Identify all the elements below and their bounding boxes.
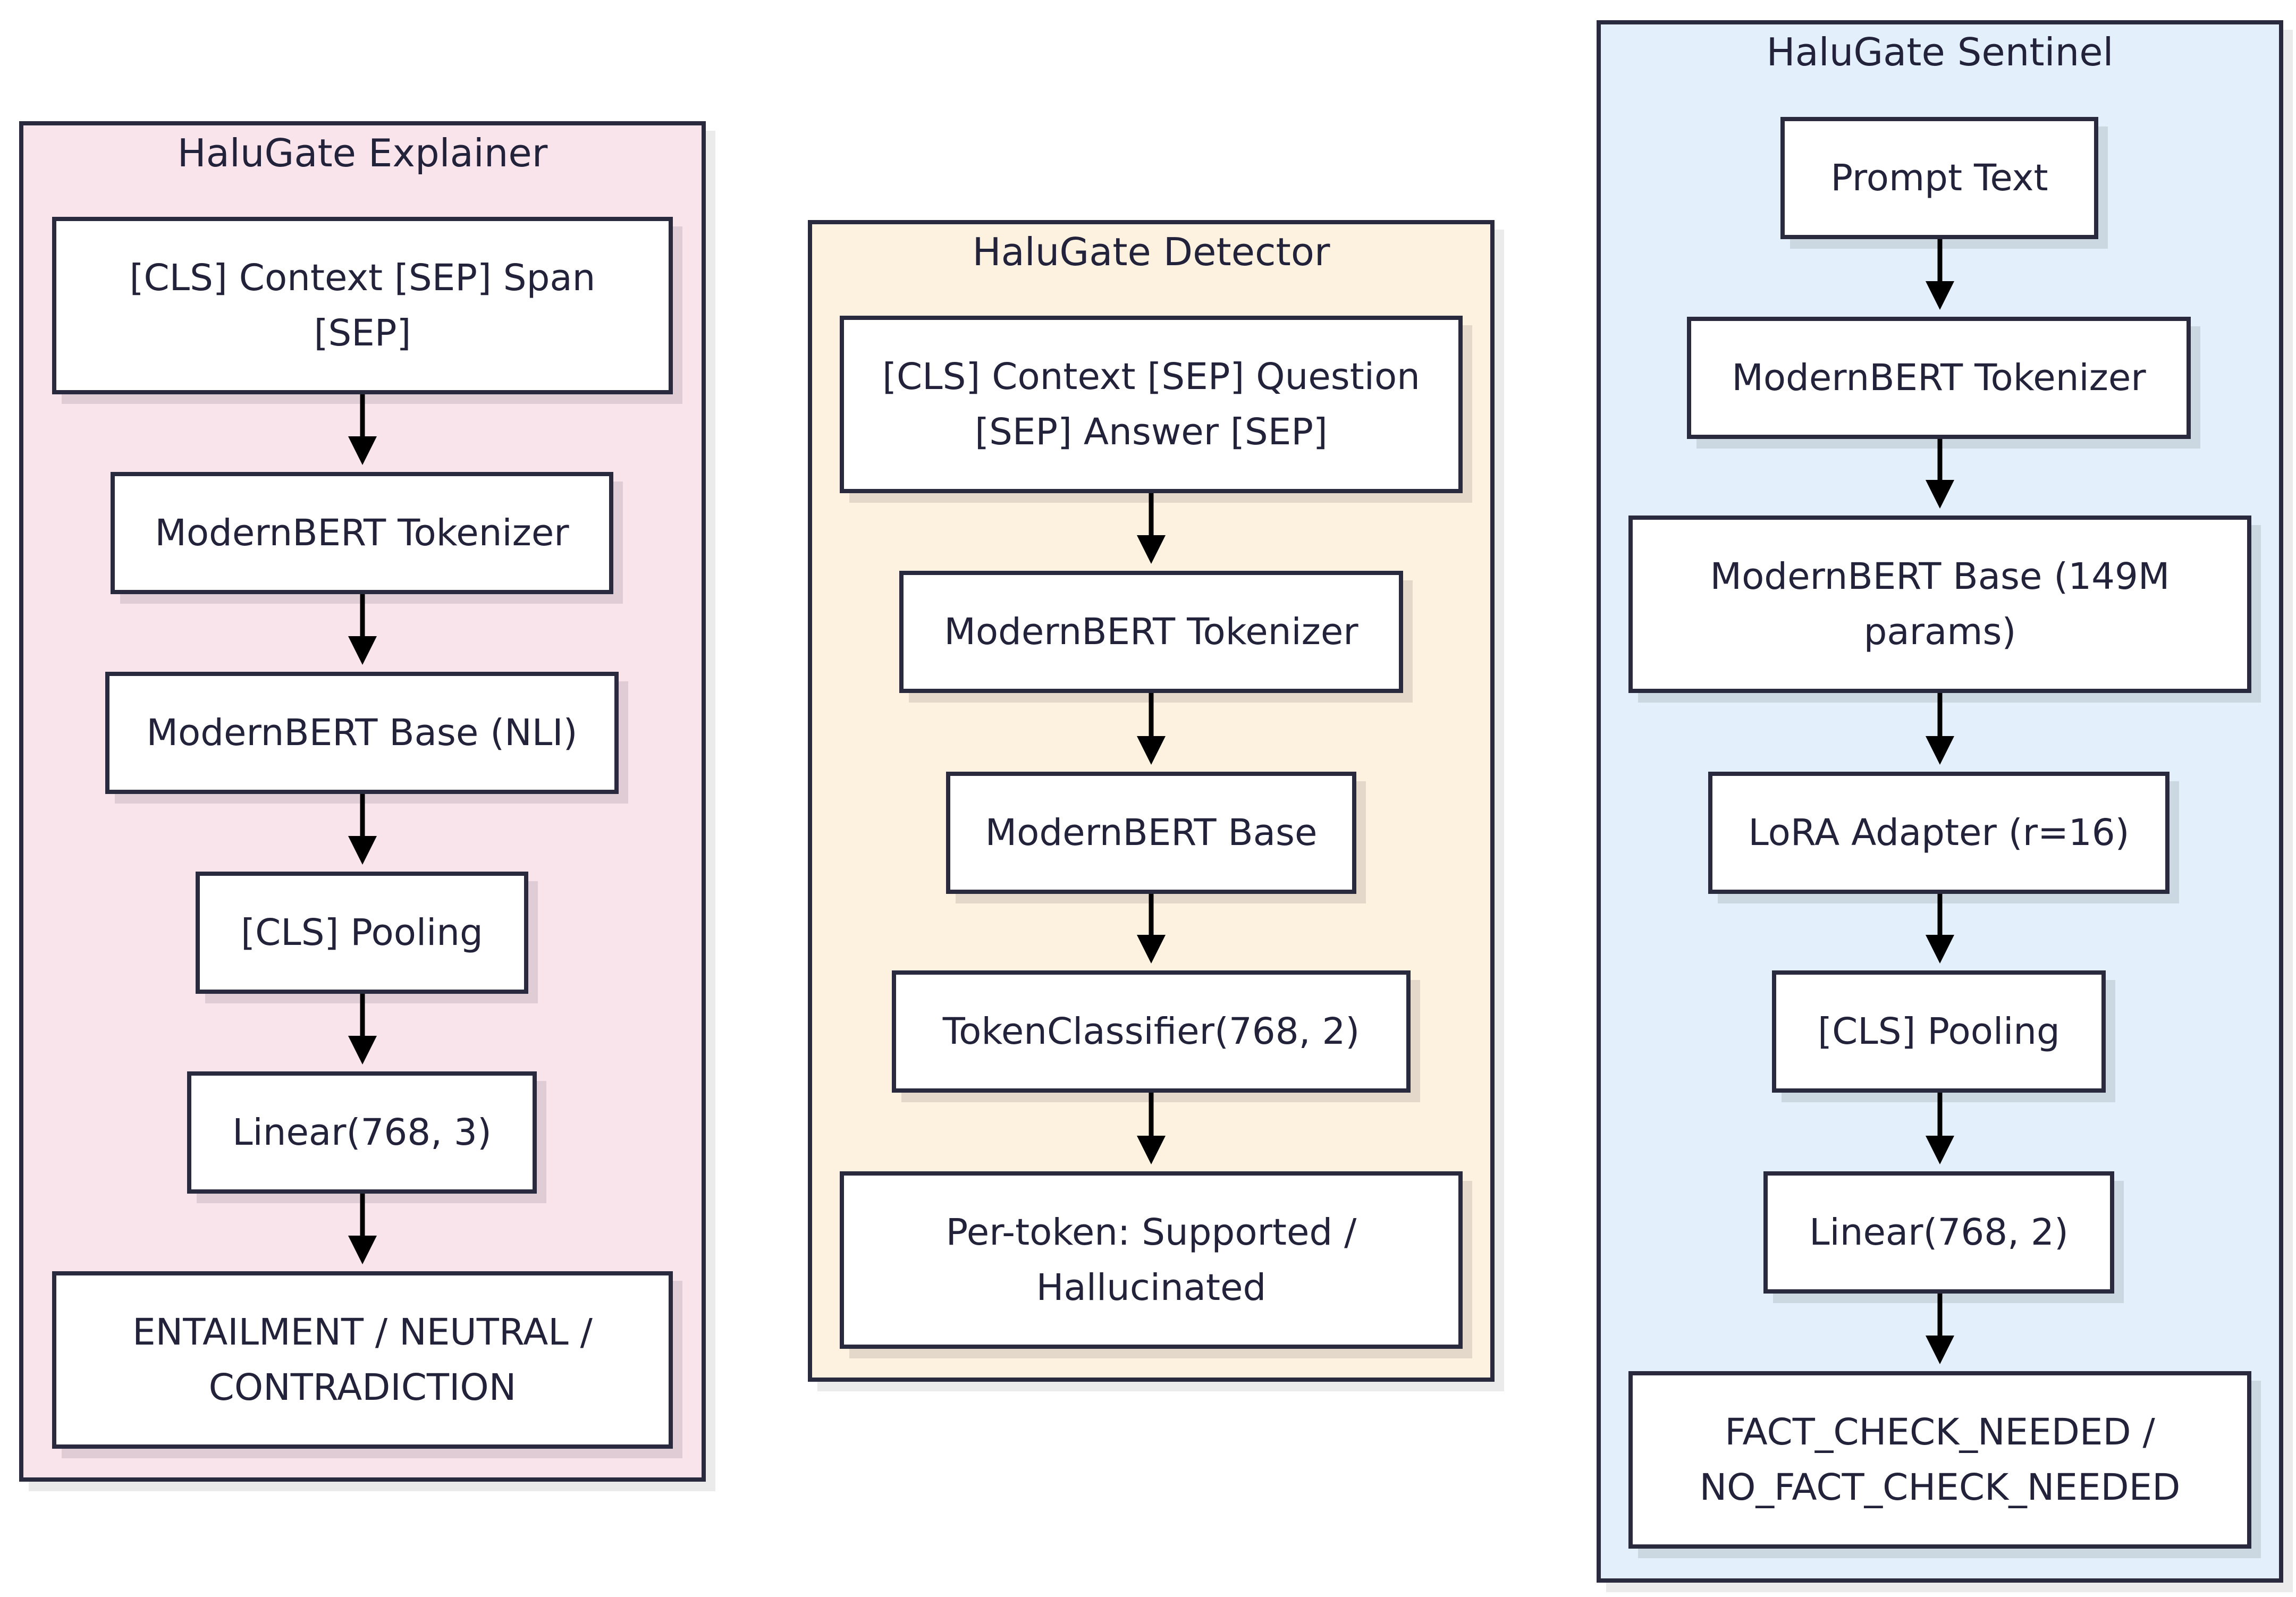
explainer-output-node: ENTAILMENT / NEUTRAL / CONTRADICTION: [52, 1271, 673, 1449]
sentinel-lora-node: LoRA Adapter (r=16): [1708, 772, 2170, 894]
detector-classifier-node: TokenClassifier(768, 2): [892, 970, 1411, 1093]
explainer-pooling-node: [CLS] Pooling: [196, 872, 528, 994]
sentinel-linear-node: Linear(768, 2): [1763, 1171, 2114, 1294]
explainer-title: HaluGate Explainer: [177, 131, 548, 175]
sentinel-pooling-node: [CLS] Pooling: [1772, 970, 2106, 1093]
sentinel-output-node: FACT_CHECK_NEEDED / NO_FACT_CHECK_NEEDED: [1628, 1371, 2251, 1549]
sentinel-prompt-node: Prompt Text: [1780, 117, 2098, 239]
detector-output-node: Per-token: Supported / Hallucinated: [840, 1171, 1463, 1349]
detector-title: HaluGate Detector: [972, 230, 1330, 274]
explainer-base-node: ModernBERT Base (NLI): [105, 672, 619, 794]
explainer-tokenizer-node: ModernBERT Tokenizer: [111, 472, 613, 594]
detector-base-node: ModernBERT Base: [946, 772, 1356, 894]
sentinel-tokenizer-node: ModernBERT Tokenizer: [1687, 317, 2191, 439]
detector-input-node: [CLS] Context [SEP] Question [SEP] Answe…: [840, 316, 1463, 493]
sentinel-base-node: ModernBERT Base (149M params): [1628, 516, 2251, 693]
explainer-input-node: [CLS] Context [SEP] Span [SEP]: [52, 217, 673, 394]
sentinel-title: HaluGate Sentinel: [1766, 30, 2114, 74]
explainer-linear-node: Linear(768, 3): [187, 1071, 537, 1194]
detector-tokenizer-node: ModernBERT Tokenizer: [899, 571, 1403, 693]
